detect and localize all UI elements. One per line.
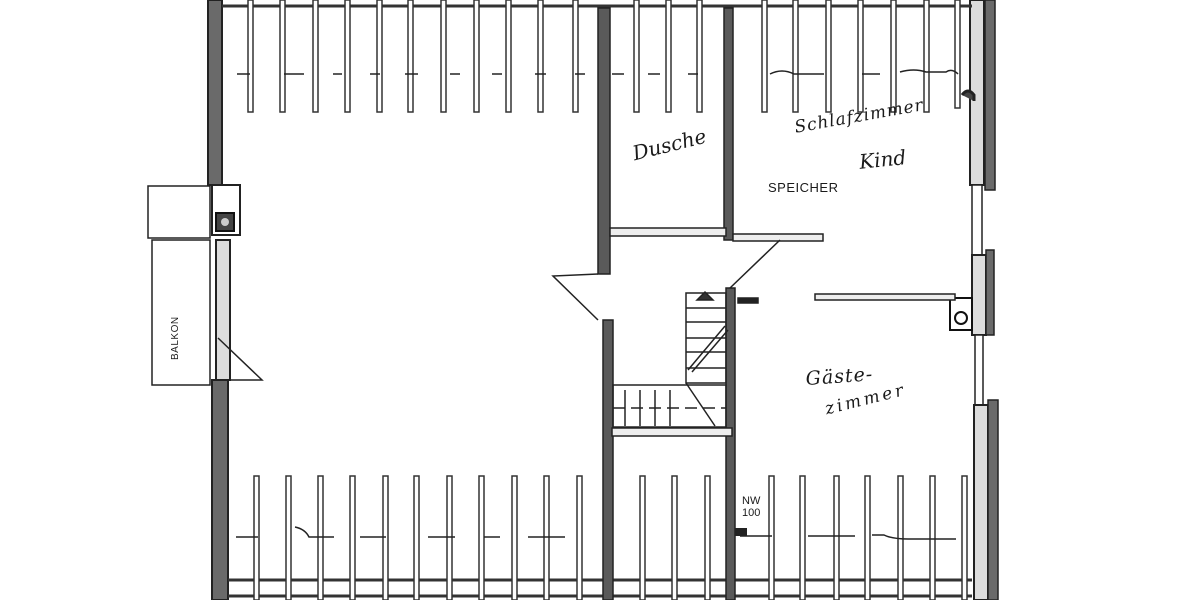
chimney-right [949,297,973,331]
exterior-wall-right [969,0,999,600]
rafters-bottom [253,475,968,600]
chimney-left [215,212,235,232]
room-label-gaeste: Gäste- [805,363,874,390]
kneewall-line-top [237,69,959,75]
door-swings [551,239,781,321]
pipe-annotation: NW 100 [742,495,760,519]
balcony [147,185,264,386]
pipe-annotation-line2: 100 [742,507,761,519]
pipe-annotation-line1: NW [742,495,761,507]
staircase [612,290,759,428]
interior-walls [597,7,956,600]
pipe-hook [960,89,976,101]
room-label-speicher: SPEICHER [768,180,839,195]
room-label-balkon: BALKON [170,316,181,360]
rafters-top [247,0,961,113]
pipe-marker [735,528,747,536]
room-label-kind: Kind [858,145,908,174]
eave-bottom [228,578,972,598]
exterior-wall-left [207,0,241,600]
kneewall-line-bottom [236,526,956,540]
